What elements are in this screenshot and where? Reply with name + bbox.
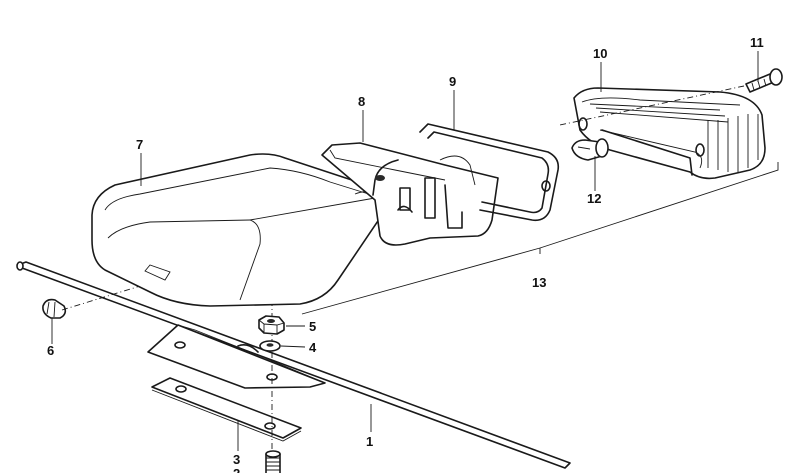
assembly-bracket-13 — [301, 162, 779, 315]
upper-bracket-plate — [147, 324, 326, 389]
callout-12: 12 — [587, 191, 601, 206]
hex-nut — [258, 315, 285, 335]
bulb — [571, 138, 609, 161]
callout-10: 10 — [593, 46, 607, 61]
callout-4: 4 — [309, 340, 317, 355]
washer — [259, 340, 281, 352]
callout-3: 3 — [233, 452, 240, 467]
callout-11: 11 — [750, 35, 764, 50]
callout-2: 2 — [233, 466, 240, 473]
mounting-bar — [16, 261, 571, 469]
lamp-base-socket — [321, 142, 499, 246]
callout-6: 6 — [47, 343, 54, 358]
cap-nut — [42, 282, 151, 319]
lower-plate — [151, 377, 302, 442]
callout-8: 8 — [358, 94, 365, 109]
screw — [559, 68, 783, 126]
lamp-lens — [91, 153, 386, 307]
leader-lines — [51, 51, 759, 451]
reflector-housing — [573, 87, 766, 180]
callout-7: 7 — [136, 137, 143, 152]
callout-1: 1 — [366, 434, 373, 449]
callout-9: 9 — [449, 74, 456, 89]
gasket — [419, 123, 560, 222]
threaded-stud — [265, 450, 281, 473]
callout-5: 5 — [309, 319, 316, 334]
callout-13: 13 — [532, 275, 546, 290]
